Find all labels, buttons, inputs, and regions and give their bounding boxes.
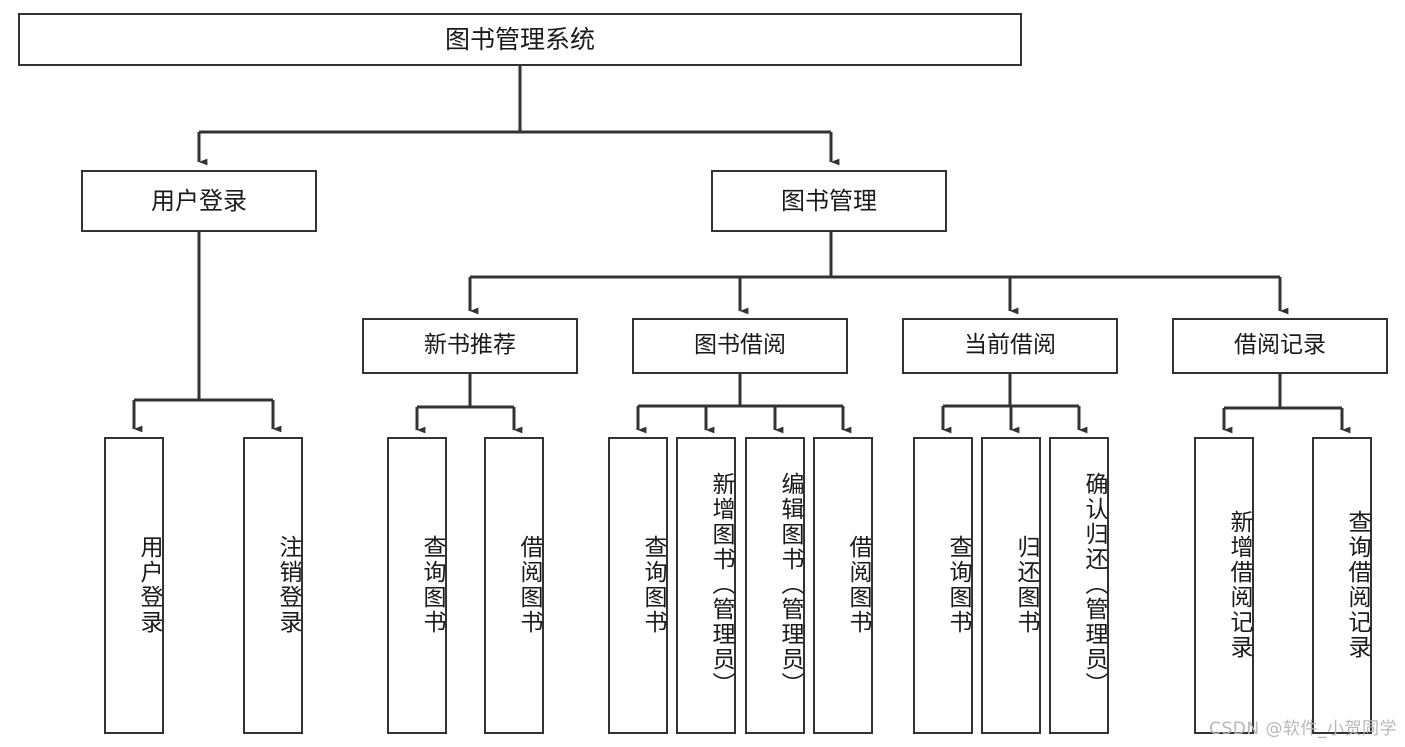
node-book-manage[interactable]: 图书管理	[711, 170, 947, 232]
node-leaf-query-borrow-record-label: 查询借阅记录	[1344, 509, 1370, 660]
node-leaf-query-borrow-record[interactable]: 查询借阅记录	[1312, 437, 1372, 734]
node-leaf-query-book-2[interactable]: 查询图书	[608, 437, 668, 734]
node-leaf-user-login-label: 用户登录	[136, 534, 162, 635]
node-leaf-borrow-book-2-label: 借阅图书	[845, 534, 871, 635]
node-leaf-borrow-book-1[interactable]: 借阅图书	[484, 437, 544, 734]
node-user-login-label: 用户登录	[151, 186, 247, 215]
node-book-borrow[interactable]: 图书借阅	[632, 318, 848, 374]
node-new-book-recommend-label: 新书推荐	[424, 332, 516, 359]
node-leaf-query-book-3[interactable]: 查询图书	[913, 437, 973, 734]
node-current-borrow[interactable]: 当前借阅	[902, 318, 1118, 374]
node-leaf-add-book-admin-label: 新增图书（管理员）	[708, 472, 734, 697]
node-root-label: 图书管理系统	[444, 24, 595, 54]
csdn-watermark: CSDN @软件_小贺同学	[1209, 719, 1397, 739]
node-root[interactable]: 图书管理系统	[18, 13, 1022, 66]
node-leaf-confirm-return-admin-label: 确认归还（管理员）	[1081, 472, 1107, 697]
node-leaf-borrow-book-2[interactable]: 借阅图书	[813, 437, 873, 734]
node-leaf-query-book-3-label: 查询图书	[945, 534, 971, 635]
node-leaf-query-book-1-label: 查询图书	[419, 534, 445, 635]
node-leaf-confirm-return-admin[interactable]: 确认归还（管理员）	[1049, 437, 1109, 734]
node-leaf-borrow-book-1-label: 借阅图书	[516, 534, 542, 635]
node-leaf-edit-book-admin[interactable]: 编辑图书（管理员）	[745, 437, 805, 734]
node-user-login[interactable]: 用户登录	[81, 170, 317, 232]
node-leaf-return-book[interactable]: 归还图书	[981, 437, 1041, 734]
node-leaf-logout-login[interactable]: 注销登录	[243, 437, 303, 734]
node-leaf-add-book-admin[interactable]: 新增图书（管理员）	[676, 437, 736, 734]
node-current-borrow-label: 当前借阅	[964, 332, 1056, 359]
node-leaf-query-book-1[interactable]: 查询图书	[387, 437, 447, 734]
node-leaf-add-borrow-record-label: 新增借阅记录	[1226, 509, 1252, 660]
node-leaf-return-book-label: 归还图书	[1013, 534, 1039, 635]
node-leaf-logout-login-label: 注销登录	[275, 534, 301, 635]
node-leaf-user-login[interactable]: 用户登录	[104, 437, 164, 734]
node-leaf-edit-book-admin-label: 编辑图书（管理员）	[777, 472, 803, 697]
node-book-manage-label: 图书管理	[781, 186, 877, 215]
node-borrow-record-label: 借阅记录	[1234, 332, 1326, 359]
node-new-book-recommend[interactable]: 新书推荐	[362, 318, 578, 374]
node-leaf-query-book-2-label: 查询图书	[640, 534, 666, 635]
node-borrow-record[interactable]: 借阅记录	[1172, 318, 1388, 374]
node-leaf-add-borrow-record[interactable]: 新增借阅记录	[1194, 437, 1254, 734]
node-book-borrow-label: 图书借阅	[694, 332, 786, 359]
